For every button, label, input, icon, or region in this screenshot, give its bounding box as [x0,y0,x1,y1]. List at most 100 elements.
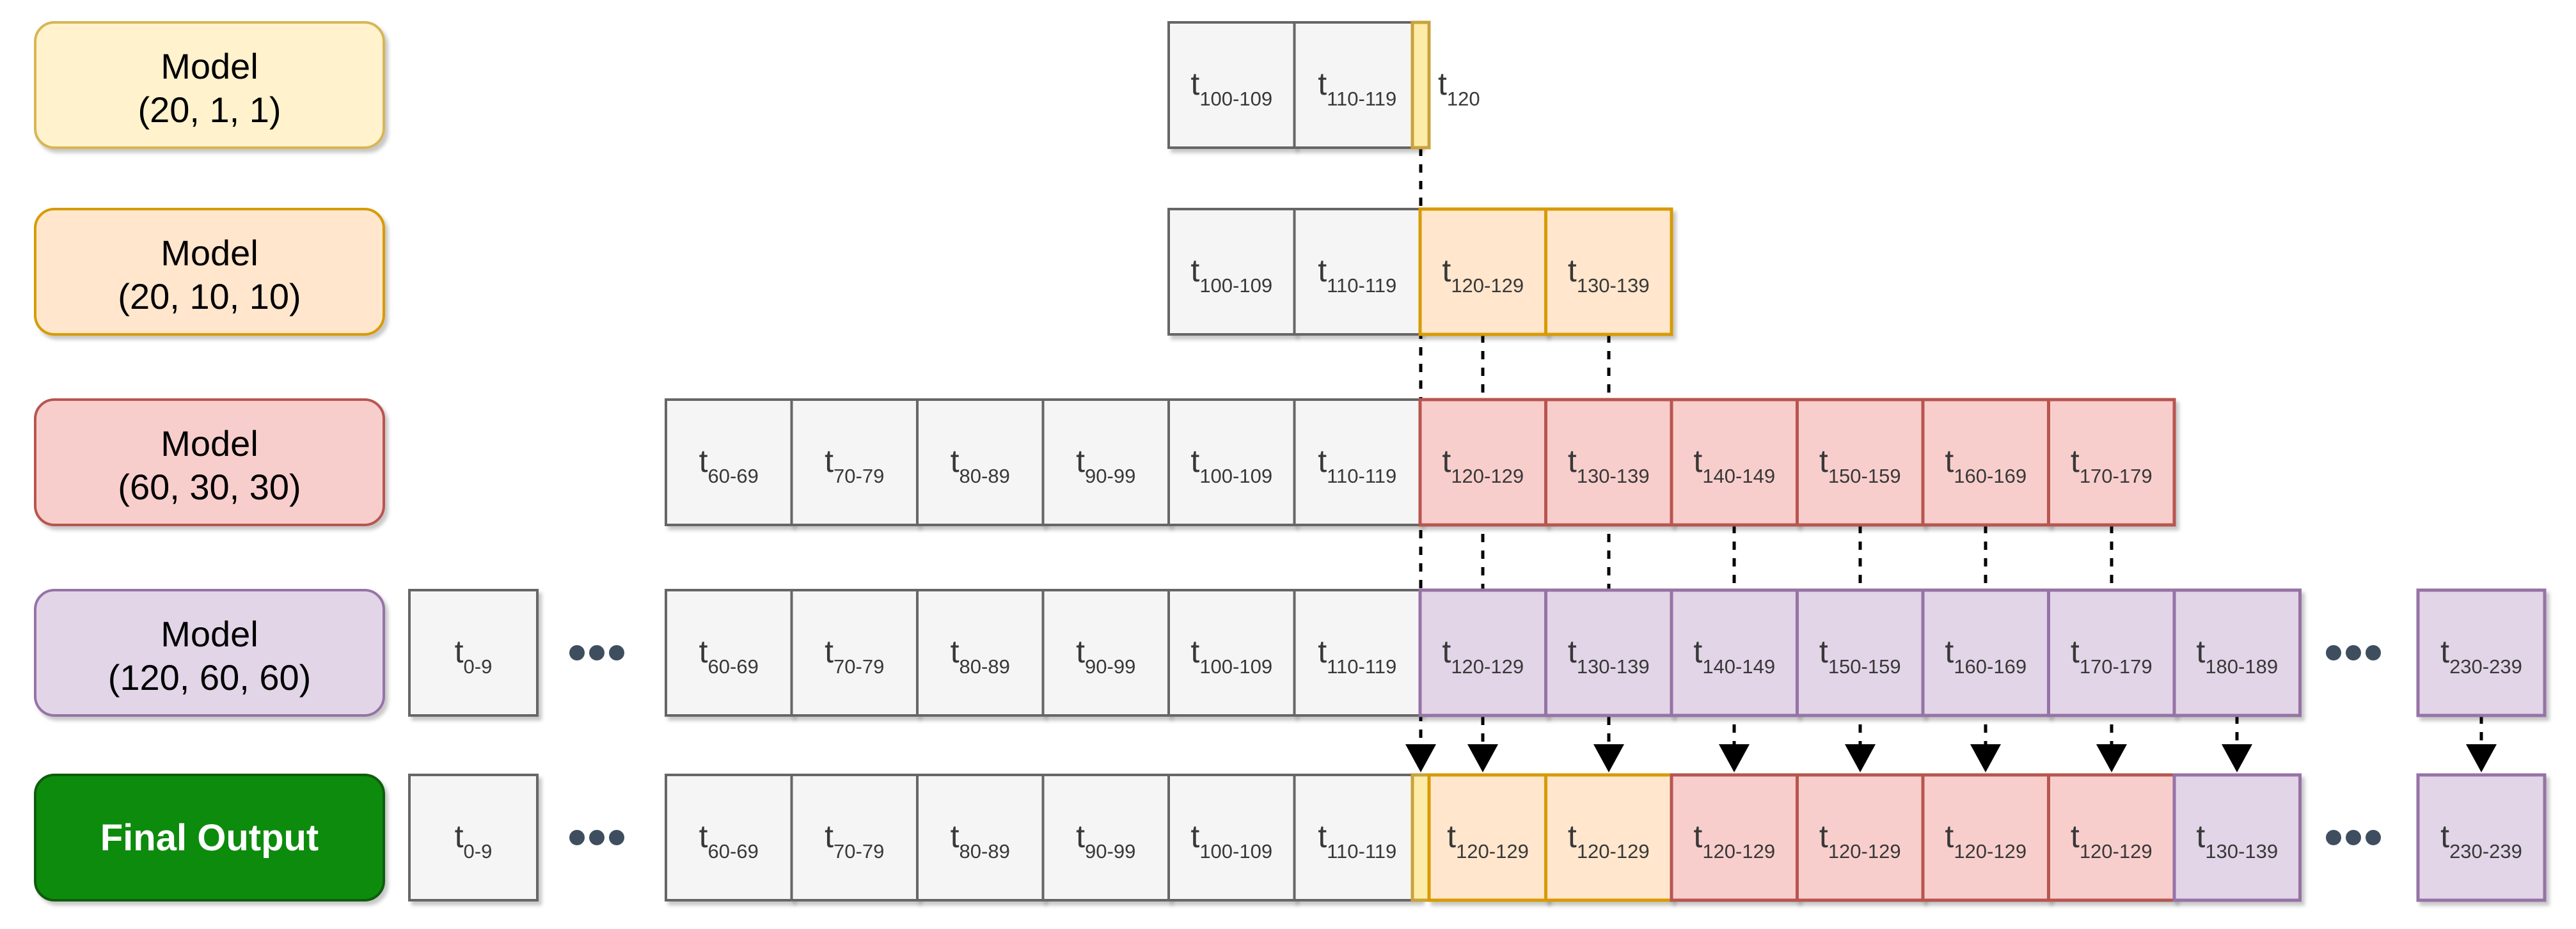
cell-t170-179 [2047,588,2176,717]
model-20-10-10-label-box [34,208,385,336]
cell-t90-99 [1041,589,1170,717]
cell-t230-239 [2416,773,2547,902]
cell-label-t120-129: t120-129 [1442,443,1524,487]
cell-t110-119 [1293,208,1421,336]
dashed-arrow-from-model-120-60-60 [2222,715,2252,772]
cell-t140-149 [1670,588,1799,717]
single-step-sliver [1410,20,1431,150]
cell-label-t110-119: t110-119 [1318,443,1396,487]
arrowhead-icon [2222,744,2252,772]
arrowhead-icon [1467,744,1498,772]
cell-t0-9 [408,589,539,717]
cell-t110-119 [1293,398,1421,526]
ellipsis-dot [609,645,624,660]
cell-label-t60-69: t60-69 [699,818,759,863]
cell-t60-69 [665,398,793,526]
cell-label-t90-99: t90-99 [1076,818,1135,863]
ellipsis-dot [2366,645,2381,660]
cell-t80-89 [916,398,1045,526]
cell-t230-239 [2416,588,2547,717]
cell-label-t230-239: t230-239 [2440,634,2522,678]
cell-t60-69 [665,589,793,717]
cell-label-t70-79: t70-79 [825,443,884,487]
ellipsis-dot [609,830,624,845]
cell-t110-119 [1293,21,1421,149]
cell-label-t130-139: t130-139 [1568,443,1650,487]
cell-t110-119 [1293,774,1421,902]
cell-label-t80-89: t80-89 [951,443,1010,487]
ellipsis-dot [589,830,604,845]
cell-t80-89 [916,774,1045,902]
model-60-30-30-label-line1: Model [161,423,258,464]
outside-label-t120: t120 [1438,66,1480,110]
cell-label-t0-9: t0-9 [455,634,493,678]
cell-t90-99 [1041,398,1170,526]
cell-t80-89 [916,589,1045,717]
model-20-1-1-label-line1: Model [161,46,258,86]
final-output-label-box [34,774,385,902]
cell-t170-179 [2047,398,2176,527]
ellipsis-dot [2326,645,2341,660]
cell-label-t80-89: t80-89 [951,634,1010,678]
cell-t90-99 [1041,774,1170,902]
cell-t100-109 [1167,208,1296,336]
cell-label-t120-129: t120-129 [1447,818,1529,863]
cell-label-t120-129: t120-129 [1442,253,1524,297]
cell-label-t120-129: t120-129 [1945,818,2027,863]
cell-label-t140-149: t140-149 [1693,634,1775,678]
cell-t130-139 [1544,207,1673,336]
model-20-10-10-label-line2: (20, 10, 10) [118,276,301,316]
cell-label-t0-9: t0-9 [455,818,493,863]
ellipsis-dot [2346,830,2361,845]
final-output-label-line1: Final Output [100,817,319,859]
cell-t70-79 [790,398,919,526]
arrowhead-icon [1845,744,1876,772]
ellipsis-dot [2326,830,2341,845]
cell-t130-139 [1544,398,1673,527]
cell-label-t110-119: t110-119 [1318,634,1396,678]
ellipsis-dot [2346,645,2361,660]
cell-label-t110-119: t110-119 [1318,253,1396,297]
cell-label-t100-109: t100-109 [1190,443,1272,487]
model-20-1-1-label-box [34,21,385,149]
cell-label-t170-179: t170-179 [2071,443,2153,487]
cell-t60-69 [665,774,793,902]
cell-label-t110-119: t110-119 [1318,66,1396,110]
arrowhead-icon [1593,744,1624,772]
cell-label-t150-159: t150-159 [1819,634,1901,678]
arrowhead-icon [1970,744,2001,772]
cell-label-t70-79: t70-79 [825,818,884,863]
arrowhead-icon [1405,744,1436,772]
cell-label-t120-129: t120-129 [1819,818,1901,863]
cell-t140-149 [1670,398,1799,527]
dashed-arrow-from-model-120-60-60 [2466,715,2497,772]
model-60-30-30-label-line2: (60, 30, 30) [118,467,301,507]
arrowhead-icon [2466,744,2497,772]
ellipsis-dot [589,645,604,660]
cell-label-t80-89: t80-89 [951,818,1010,863]
cell-t120-129 [1796,773,1925,902]
cell-t100-109 [1167,774,1296,902]
cell-label-t140-149: t140-149 [1693,443,1775,487]
cell-t100-109 [1167,589,1296,717]
model-60-30-30-label-box [34,398,385,526]
row-final-output: Final Output t0-9 t60-69 t70-79 t80-89 t90-99… [34,773,2547,902]
cell-t180-189 [2172,588,2302,717]
cell-label-t60-69: t60-69 [699,443,759,487]
cell-t70-79 [790,589,919,717]
cell-label-t130-139: t130-139 [1568,253,1650,297]
model-120-60-60-label-line2: (120, 60, 60) [108,657,312,698]
cell-label-t150-159: t150-159 [1819,443,1901,487]
cell-t120-129 [1544,773,1673,902]
cell-t120-129 [1427,773,1549,902]
cell-label-t120-129: t120-129 [1442,634,1524,678]
cell-t120-129 [1418,207,1547,336]
cell-t160-169 [1921,398,2050,527]
cell-label-t60-69: t60-69 [699,634,759,678]
